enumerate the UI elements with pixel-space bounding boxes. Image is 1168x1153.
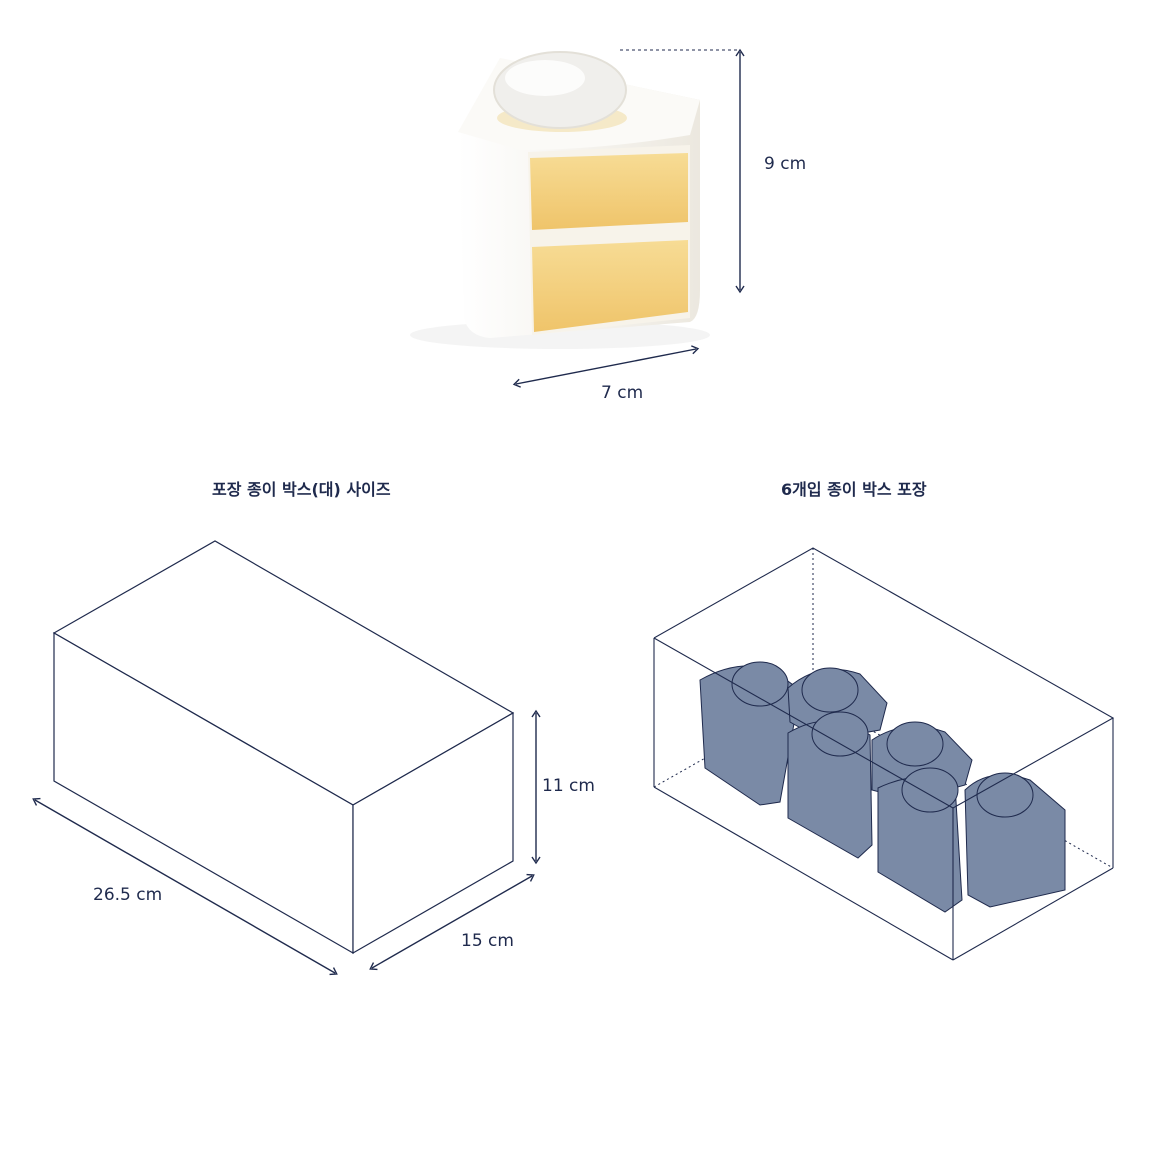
box-length-label: 26.5 cm (93, 885, 163, 905)
box-height-label: 11 cm (542, 776, 595, 796)
sponge-layer-bottom (532, 240, 688, 332)
box-size-title: 포장 종이 박스(대) 사이즈 (212, 480, 391, 499)
cake-piece-5 (877, 767, 963, 913)
box-depth-arrow (369, 873, 535, 971)
topping-highlight (505, 60, 585, 96)
cake-width-label: 7 cm (601, 383, 644, 403)
cake-piece-6 (964, 772, 1066, 908)
edge-bottom-front (653, 786, 954, 961)
sponge-layer-top (530, 153, 688, 230)
cake-piece-1 (699, 661, 801, 806)
box-depth-label: 15 cm (461, 931, 514, 951)
cake-slice-photo (410, 51, 710, 349)
cake-width-arrow (512, 345, 700, 388)
six-pack-title: 6개입 종이 박스 포장 (781, 480, 927, 499)
box-length-arrow (32, 797, 338, 976)
cake-height-label: 9 cm (764, 154, 807, 174)
edge-bottom-side (952, 867, 1114, 961)
cake-pieces (699, 661, 1066, 913)
six-pack-box (653, 547, 1115, 961)
cake-piece-3 (787, 711, 873, 859)
